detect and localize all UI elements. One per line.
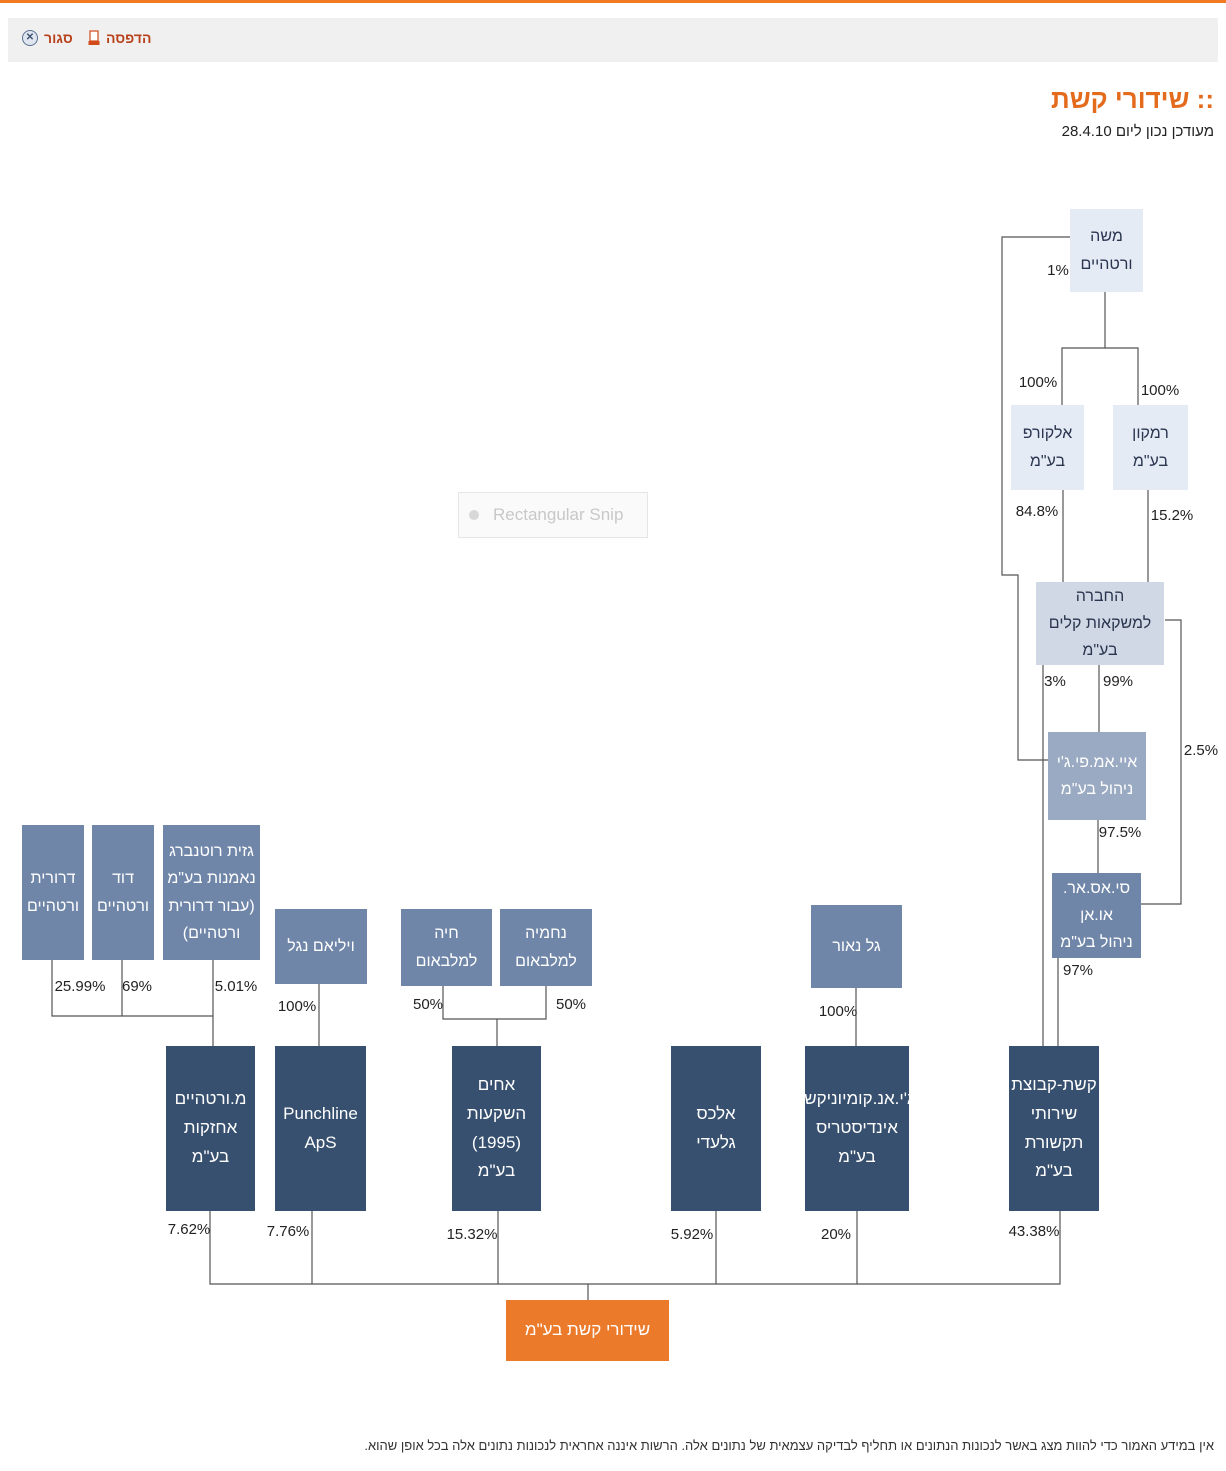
entity-ramkon[interactable]: רמקון בע"מ	[1113, 405, 1188, 490]
pct-alcorp-owner: 100%	[1018, 374, 1058, 391]
close-button[interactable]: ✕ סגור	[22, 30, 73, 46]
pct-hevra-keshet: 3%	[1044, 673, 1066, 690]
snip-icon	[469, 510, 479, 520]
pct-jan: 20%	[820, 1226, 852, 1243]
entity-soft-drinks-co[interactable]: החברה למשקאות קלים בע"מ	[1036, 582, 1164, 665]
pct-ramkon: 15.2%	[1150, 507, 1194, 524]
toolbar: ✕ סגור הדפסה	[8, 18, 1218, 62]
snip-label: Rectangular Snip	[493, 505, 624, 524]
entity-keshet-broadcasting[interactable]: שידורי קשת בע"מ	[506, 1300, 669, 1361]
snip-overlay[interactable]: Rectangular Snip	[458, 492, 648, 538]
pct-alcorp: 84.8%	[1015, 503, 1059, 520]
page-title: :: שידורי קשת	[1051, 84, 1214, 114]
print-icon	[88, 30, 100, 46]
entity-jan-communication[interactable]: ג'י.אנ.קומיוניקשן אינדיסטריס בע"מ	[800, 1046, 914, 1211]
pct-haya: 50%	[412, 996, 444, 1013]
entity-alcorp[interactable]: אלקורפ בע"מ	[1011, 405, 1084, 490]
pct-punchline: 7.76%	[266, 1223, 310, 1240]
pct-ramkon-owner: 100%	[1140, 382, 1180, 399]
close-label: סגור	[44, 30, 73, 46]
print-label: הדפסה	[106, 30, 152, 46]
entity-haya-lemelbaum[interactable]: חיה למלבאום	[401, 909, 492, 986]
close-icon: ✕	[22, 30, 38, 46]
entity-alex-giladi[interactable]: אלכס גלעדי	[671, 1046, 761, 1211]
pct-hevra-ampg: 99%	[1102, 673, 1134, 690]
entity-nehemia-lemelbaum[interactable]: נחמיה למלבאום	[500, 909, 592, 986]
pct-william: 100%	[277, 998, 317, 1015]
pct-ampg: 97.5%	[1098, 824, 1142, 841]
page-subtitle: מעודכן נכון ליום 28.4.10	[1061, 123, 1214, 140]
pct-david: 69%	[121, 978, 153, 995]
pct-csr: 97%	[1062, 962, 1094, 979]
pct-nehemia: 50%	[555, 996, 587, 1013]
entity-drorit-wertheim[interactable]: דרורית ורטהיים	[22, 825, 84, 960]
entity-m-wertheim-holdings[interactable]: מ.ורטהיים אחזקות בע"מ	[166, 1046, 255, 1211]
entity-ampg[interactable]: איי.אמ.פי.ג'י ניהול בע"מ	[1048, 732, 1146, 820]
print-button[interactable]: הדפסה	[88, 30, 151, 46]
pct-gazit: 5.01%	[214, 978, 258, 995]
entity-gil-naor[interactable]: גל נאור	[811, 905, 902, 988]
entity-william-nagel[interactable]: ויליאם נגל	[275, 909, 367, 984]
entity-csr-on[interactable]: סי.אס.אר. או.אן ניהול בע"מ	[1052, 873, 1141, 958]
entity-keshet-group[interactable]: קשת-קבוצת שירותי תקשורת בע"מ	[1009, 1046, 1099, 1211]
pct-moshe: 1%	[1047, 262, 1069, 279]
pct-gil-naor: 100%	[818, 1003, 858, 1020]
top-accent-line	[0, 0, 1226, 3]
pct-alex: 5.92%	[670, 1226, 714, 1243]
pct-hevra-csr: 2.5%	[1183, 742, 1219, 759]
entity-gazit-rotenberg[interactable]: גזית רוטנברג נאמנות בע"מ (עבור דרורית ור…	[163, 825, 260, 960]
pct-m-wertheim: 7.62%	[167, 1221, 211, 1238]
pct-achim: 15.32%	[446, 1226, 498, 1243]
entity-punchline-aps[interactable]: Punchline ApS	[275, 1046, 366, 1211]
entity-david-wertheim[interactable]: דוד ורטהיים	[92, 825, 154, 960]
pct-keshet: 43.38%	[1008, 1223, 1060, 1240]
entity-achim-investments[interactable]: אחים השקעות (1995) בע"מ	[452, 1046, 541, 1211]
pct-drorit: 25.99%	[54, 978, 106, 995]
entity-moshe-wertheim[interactable]: משה ורטהיים	[1070, 209, 1143, 292]
disclaimer: אין במידע האמור כדי להוות מצג באשר לנכונ…	[364, 1438, 1214, 1453]
